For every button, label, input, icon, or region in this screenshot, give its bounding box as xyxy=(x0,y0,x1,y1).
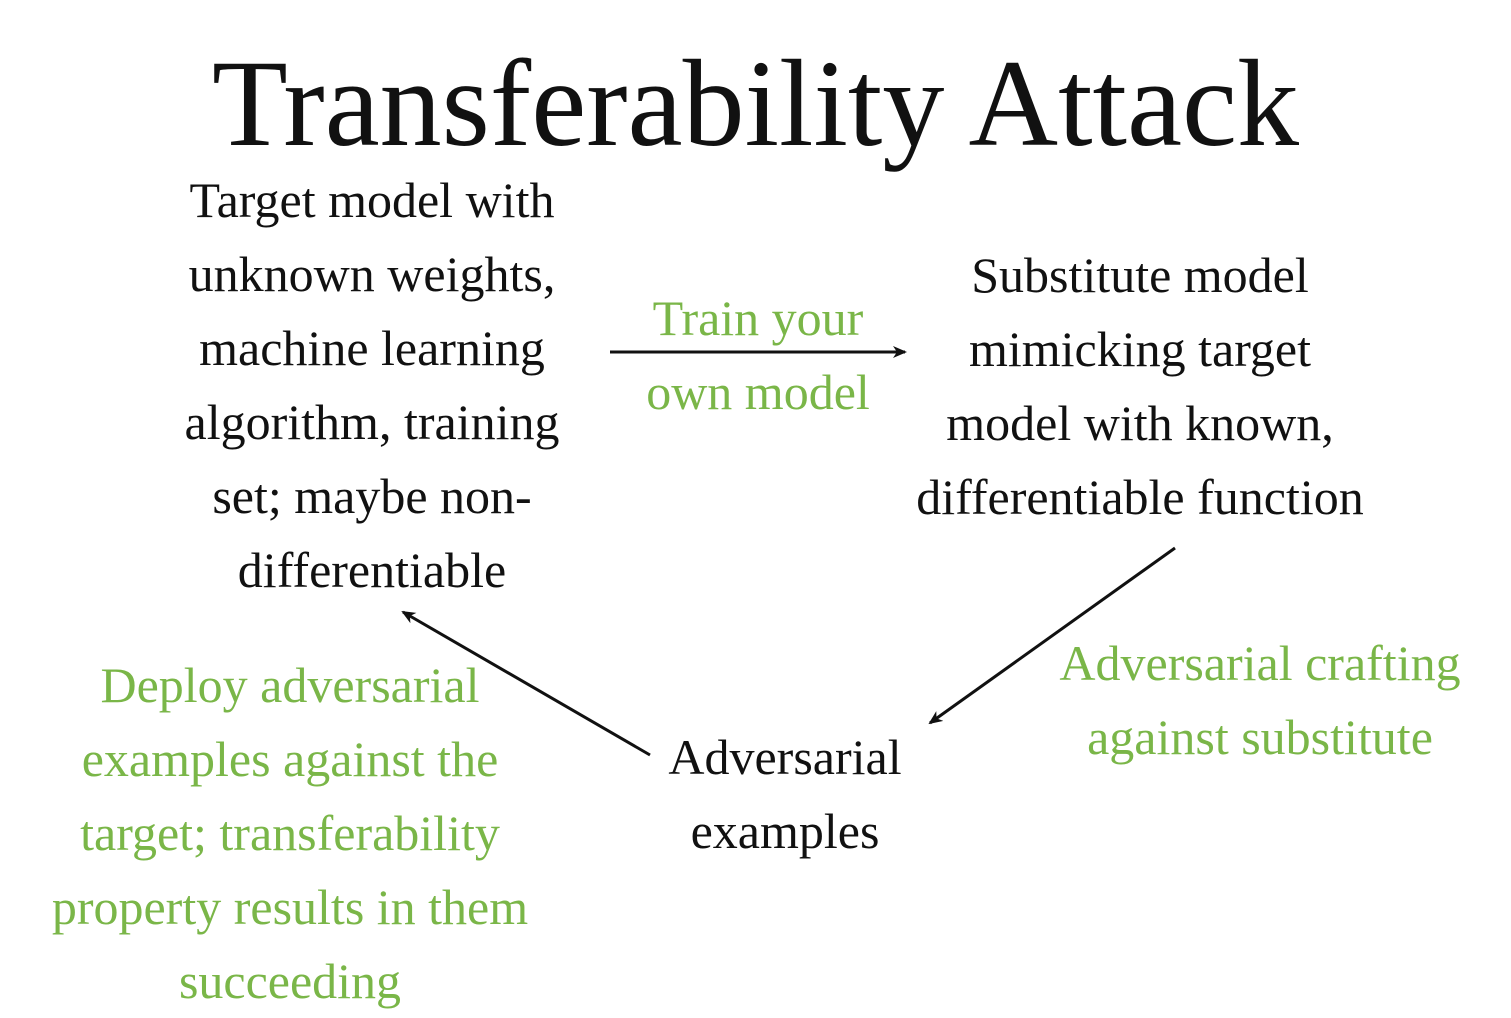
craft-label-line: against substitute xyxy=(1087,709,1433,765)
deploy-label-line: examples against the xyxy=(81,731,499,787)
target-model-line: set; maybe non- xyxy=(212,468,532,524)
adversarial-examples-node: Adversarial examples xyxy=(620,720,950,868)
target-model-node: Target model with unknown weights, machi… xyxy=(122,163,622,607)
train-label-line: own model xyxy=(646,364,870,420)
target-model-line: Target model with xyxy=(189,172,555,228)
deploy-label-line: succeeding xyxy=(178,953,402,1009)
deploy-label-line: Deploy adversarial xyxy=(100,657,480,713)
deploy-label-line: property results in them xyxy=(51,879,529,935)
target-model-line: machine learning xyxy=(199,320,545,376)
page-title: Transferability Attack xyxy=(211,35,1300,172)
substitute-model-line: differentiable function xyxy=(916,469,1364,525)
craft-edge-label: Adversarial crafting against substitute xyxy=(1010,626,1510,774)
target-model-line: differentiable xyxy=(237,542,507,598)
craft-label-line: Adversarial crafting xyxy=(1059,635,1461,691)
target-model-line: unknown weights, xyxy=(188,246,556,302)
deploy-edge-label: Deploy adversarial examples against the … xyxy=(0,648,580,1018)
train-label-line: Train your xyxy=(652,290,864,346)
deploy-label-line: target; transferability xyxy=(80,805,500,861)
train-edge-label: Train your own model xyxy=(608,281,908,429)
adversarial-examples-line: examples xyxy=(690,803,880,859)
substitute-model-node: Substitute model mimicking target model … xyxy=(860,238,1420,534)
adversarial-examples-line: Adversarial xyxy=(668,729,902,785)
substitute-model-line: model with known, xyxy=(946,395,1334,451)
target-model-line: algorithm, training xyxy=(184,394,560,450)
substitute-model-line: mimicking target xyxy=(968,321,1312,377)
substitute-model-line: Substitute model xyxy=(971,247,1309,303)
